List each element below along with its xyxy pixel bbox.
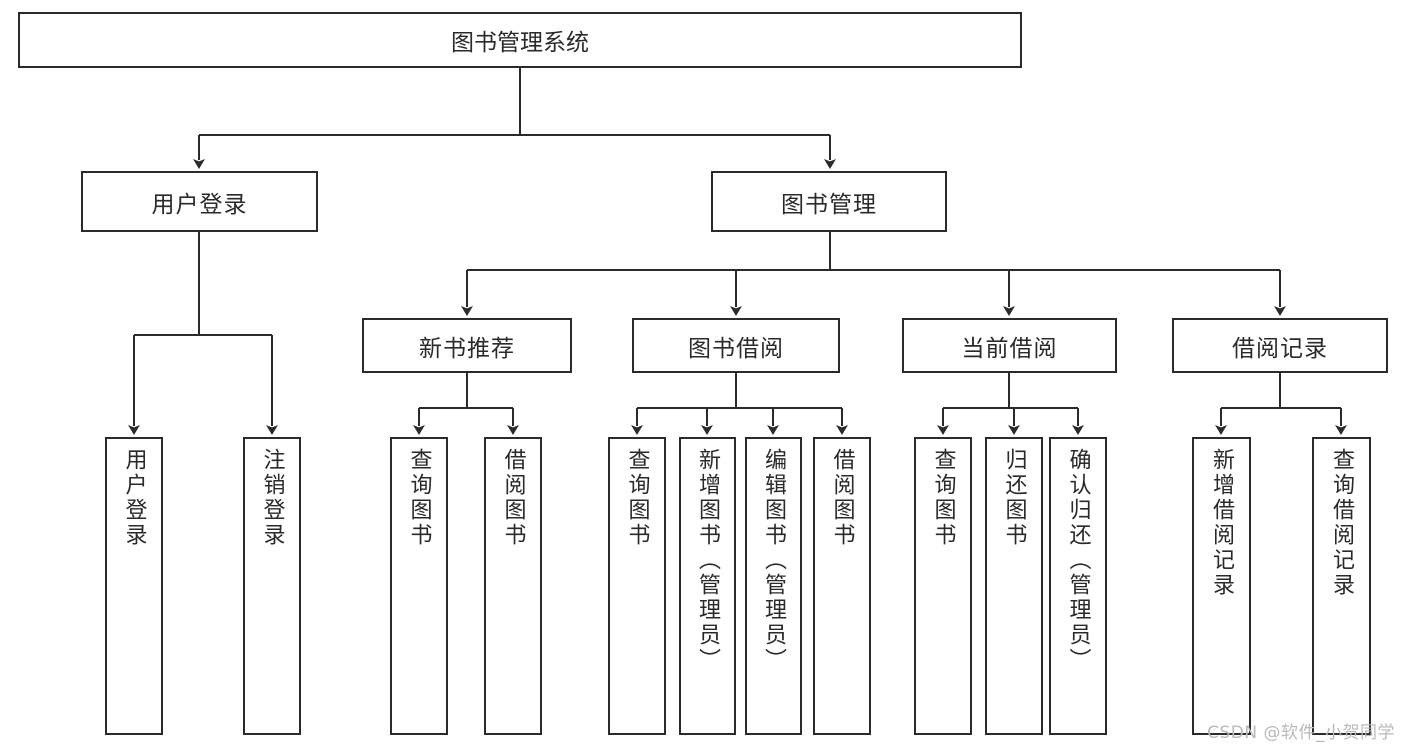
node-user-login-label: 用户登录 — [151, 191, 248, 218]
node-leaf-query-book-3[interactable]: 查询图书 — [914, 437, 972, 735]
node-leaf-query-book-1[interactable]: 查询图书 — [390, 437, 448, 735]
node-new-book-rec[interactable]: 新书推荐 — [362, 318, 572, 373]
node-root[interactable]: 图书管理系统 — [18, 12, 1022, 68]
node-leaf-logout[interactable]: 注销登录 — [243, 437, 301, 735]
node-borrow-record[interactable]: 借阅记录 — [1172, 318, 1388, 373]
node-leaf-query-book-3-label: 查询图书 — [930, 448, 956, 548]
node-leaf-confirm-return-label: 确认归还（管理员） — [1065, 448, 1091, 673]
node-leaf-query-book-1-label: 查询图书 — [406, 448, 432, 548]
node-user-login[interactable]: 用户登录 — [81, 171, 318, 232]
node-leaf-user-login-label: 用户登录 — [121, 448, 147, 548]
node-book-manage-label: 图书管理 — [781, 191, 877, 218]
node-new-book-rec-label: 新书推荐 — [419, 335, 515, 362]
node-book-borrow[interactable]: 图书借阅 — [632, 318, 840, 373]
node-leaf-query-book-2-label: 查询图书 — [624, 448, 650, 548]
node-book-borrow-label: 图书借阅 — [688, 335, 784, 362]
node-leaf-query-book-2[interactable]: 查询图书 — [608, 437, 666, 735]
node-leaf-borrow-book-2[interactable]: 借阅图书 — [813, 437, 871, 735]
node-leaf-add-record-label: 新增借阅记录 — [1209, 448, 1235, 598]
node-leaf-user-login[interactable]: 用户登录 — [105, 437, 163, 735]
node-leaf-return-book-label: 归还图书 — [1001, 448, 1027, 548]
node-borrow-record-label: 借阅记录 — [1232, 335, 1328, 362]
node-leaf-query-record-label: 查询借阅记录 — [1329, 448, 1355, 598]
node-current-borrow[interactable]: 当前借阅 — [902, 318, 1117, 373]
node-leaf-logout-label: 注销登录 — [259, 448, 285, 548]
node-leaf-add-record[interactable]: 新增借阅记录 — [1192, 437, 1251, 735]
node-leaf-add-book-label: 新增图书（管理员） — [695, 448, 721, 673]
node-root-label: 图书管理系统 — [451, 30, 589, 56]
watermark: CSDN @软件_小贺同学 — [1207, 723, 1395, 743]
node-leaf-return-book[interactable]: 归还图书 — [985, 437, 1043, 735]
node-leaf-borrow-book-1-label: 借阅图书 — [500, 448, 526, 548]
node-current-borrow-label: 当前借阅 — [961, 335, 1058, 362]
node-leaf-confirm-return[interactable]: 确认归还（管理员） — [1049, 437, 1107, 735]
node-leaf-edit-book[interactable]: 编辑图书（管理员） — [745, 437, 802, 735]
node-leaf-add-book[interactable]: 新增图书（管理员） — [679, 437, 736, 735]
node-book-manage[interactable]: 图书管理 — [711, 171, 947, 232]
node-leaf-query-record[interactable]: 查询借阅记录 — [1312, 437, 1371, 735]
node-leaf-borrow-book-1[interactable]: 借阅图书 — [484, 437, 542, 735]
node-leaf-edit-book-label: 编辑图书（管理员） — [761, 448, 787, 673]
node-leaf-borrow-book-2-label: 借阅图书 — [829, 448, 855, 548]
